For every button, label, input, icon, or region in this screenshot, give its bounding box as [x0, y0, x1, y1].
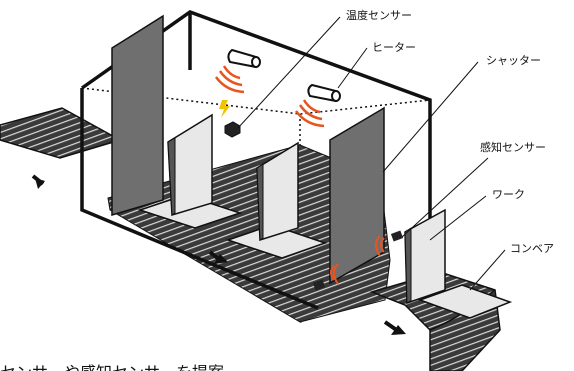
label-detection-sensor: 感知センサー	[480, 140, 546, 154]
shutter-panel-left	[111, 14, 164, 217]
detection-sensor-1-icon	[375, 230, 404, 257]
label-shutter: シャッター	[486, 54, 541, 67]
arrow-right-icon	[383, 320, 406, 335]
conveyor-left	[0, 107, 122, 159]
leader-lines	[237, 16, 506, 291]
caption-text: センサーや感知センサーを提案	[0, 363, 224, 371]
work-piece-2	[225, 141, 328, 259]
heater-2-icon	[294, 83, 341, 128]
label-work: ワーク	[492, 188, 525, 201]
label-temperature-sensor: 温度センサー	[346, 8, 412, 22]
heater-1-icon	[214, 48, 261, 94]
spark-icon	[219, 100, 230, 118]
arrow-left-icon	[31, 174, 45, 189]
label-heater: ヒーター	[372, 41, 416, 54]
work-piece-out	[404, 208, 513, 319]
detection-sensor-2-icon	[312, 263, 339, 291]
label-conveyor: コンベア	[510, 242, 554, 255]
temperature-sensor-icon	[224, 121, 241, 138]
shutter-panel-right	[329, 106, 385, 285]
arrow-middle-icon	[208, 250, 228, 264]
work-piece-1	[137, 113, 243, 229]
